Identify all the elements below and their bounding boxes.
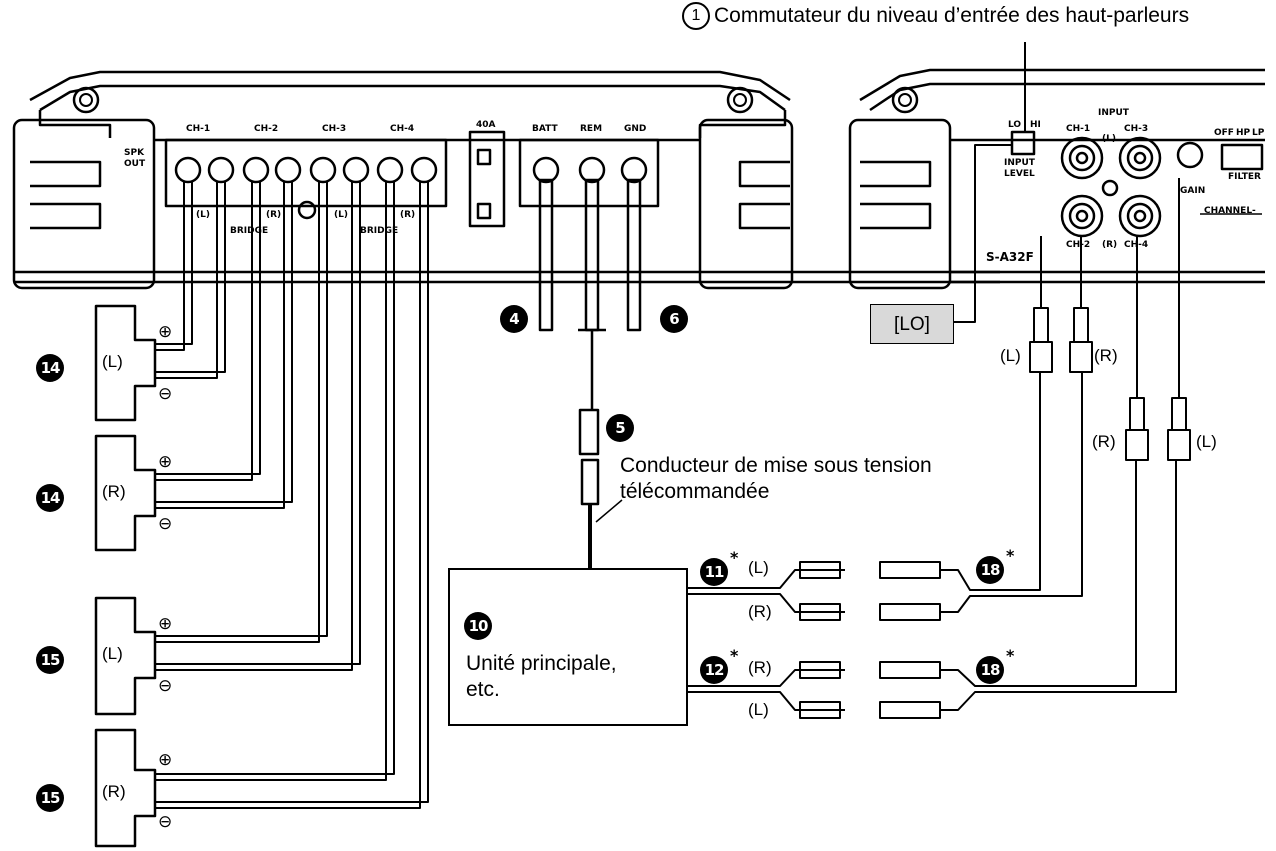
rca-lower-r: (R) (748, 658, 772, 677)
rca-input-left-r: (R) (1094, 346, 1118, 365)
head-unit-number: 10 (464, 612, 492, 640)
rca-input-right-r: (R) (1092, 432, 1116, 451)
lo-mark: LO (1008, 120, 1022, 130)
ch2-label: CH-2 (254, 124, 279, 134)
speaker-1-side: (L) (102, 352, 123, 371)
fuse-label: 40A (476, 120, 496, 130)
speaker-2-plus: ⊕ (158, 452, 173, 471)
lo-setting-box: [LO] (870, 304, 954, 344)
bridge-text-right: BRIDGE (360, 226, 399, 236)
head-unit-line2: etc. (466, 678, 500, 701)
bridge-left-r: (R) (266, 210, 282, 220)
model-label: S-A32F (986, 250, 1034, 264)
ch1-label: CH-1 (186, 124, 211, 134)
hp-mark: HP (1236, 128, 1251, 138)
ch4-label: CH-4 (390, 124, 415, 134)
speaker-2-side: (R) (102, 482, 126, 501)
bridge-left-l: (L) (196, 210, 210, 220)
batt-label: BATT (532, 124, 558, 134)
speaker-4-number: 15 (36, 784, 64, 812)
rca-upper-ext-star: * (1006, 546, 1015, 565)
callout-number-1: 1 (682, 2, 710, 30)
rca-lower-ext-star: * (1006, 646, 1015, 665)
speaker-4-plus: ⊕ (158, 750, 173, 769)
speaker-4-side: (R) (102, 782, 126, 801)
rca-upper-ext-number: 18 (976, 556, 1004, 584)
filter-label: FILTER (1228, 172, 1261, 182)
speaker-3-plus: ⊕ (158, 614, 173, 633)
rca-lower-number: 12 (700, 656, 728, 684)
rca-input-right-l: (L) (1196, 432, 1217, 451)
rca-lower-star: * (730, 646, 739, 665)
spk-out-label: SPK OUT (124, 148, 146, 169)
amplifier-front (12, 70, 1000, 290)
head-unit-box: 10 Unité principale, etc. (448, 568, 688, 726)
speaker-wires (155, 182, 429, 809)
rear-ch3: CH-3 (1124, 124, 1149, 134)
speaker-2-minus: ⊖ (158, 514, 173, 533)
input-level-label: INPUT LEVEL (1004, 158, 1035, 179)
gnd-label: GND (624, 124, 647, 134)
speaker-1-minus: ⊖ (158, 384, 173, 403)
lp-mark: LP (1252, 128, 1265, 138)
speaker-4-minus: ⊖ (158, 812, 173, 831)
rca-lower-l: (L) (748, 700, 769, 719)
hi-mark: HI (1030, 120, 1041, 130)
speaker-3-minus: ⊖ (158, 676, 173, 695)
rca-upper-r: (R) (748, 602, 772, 621)
speaker-2-number: 14 (36, 484, 64, 512)
rear-ch2: CH-2 (1066, 240, 1091, 250)
rear-ch1: CH-1 (1066, 124, 1091, 134)
rem-label: REM (580, 124, 603, 134)
rca-lower-ext-number: 18 (976, 656, 1004, 684)
head-unit-line1: Unité principale, (466, 652, 617, 675)
batt-wire-number: 4 (500, 305, 528, 333)
rca-upper-number: 11 (700, 558, 728, 586)
speakers (94, 304, 157, 848)
rca-input-left-l: (L) (1000, 346, 1021, 365)
speaker-3-number: 15 (36, 646, 64, 674)
bridge-right-r: (R) (400, 210, 416, 220)
bridge-right-l: (L) (334, 210, 348, 220)
gnd-wire-number: 6 (660, 305, 688, 333)
rear-l-mark: (L) (1102, 134, 1116, 144)
bridge-text-left: BRIDGE (230, 226, 269, 236)
rca-upper-star: * (730, 548, 739, 567)
remote-lead-line2: télécommandée (620, 480, 770, 503)
amplifier-rear (848, 68, 1265, 290)
ch3-label: CH-3 (322, 124, 347, 134)
off-mark: OFF (1214, 128, 1234, 138)
speaker-terminals (174, 156, 438, 184)
speaker-1-number: 14 (36, 354, 64, 382)
rear-r-mark: (R) (1102, 240, 1118, 250)
speaker-1-plus: ⊕ (158, 322, 173, 341)
rear-ch4: CH-4 (1124, 240, 1149, 250)
channel-label: CHANNEL- (1204, 206, 1256, 216)
rca-upper-l: (L) (748, 558, 769, 577)
gain-label: GAIN (1180, 186, 1206, 196)
speaker-3-side: (L) (102, 644, 123, 663)
input-level-switch-label: Commutateur du niveau d’entrée des haut-… (714, 4, 1190, 27)
remote-lead-line1: Conducteur de mise sous tension (620, 454, 932, 477)
remote-lead-number: 5 (606, 414, 634, 442)
input-title: INPUT (1098, 108, 1129, 118)
power-terminals (532, 156, 648, 568)
rca-cables (688, 178, 1191, 719)
